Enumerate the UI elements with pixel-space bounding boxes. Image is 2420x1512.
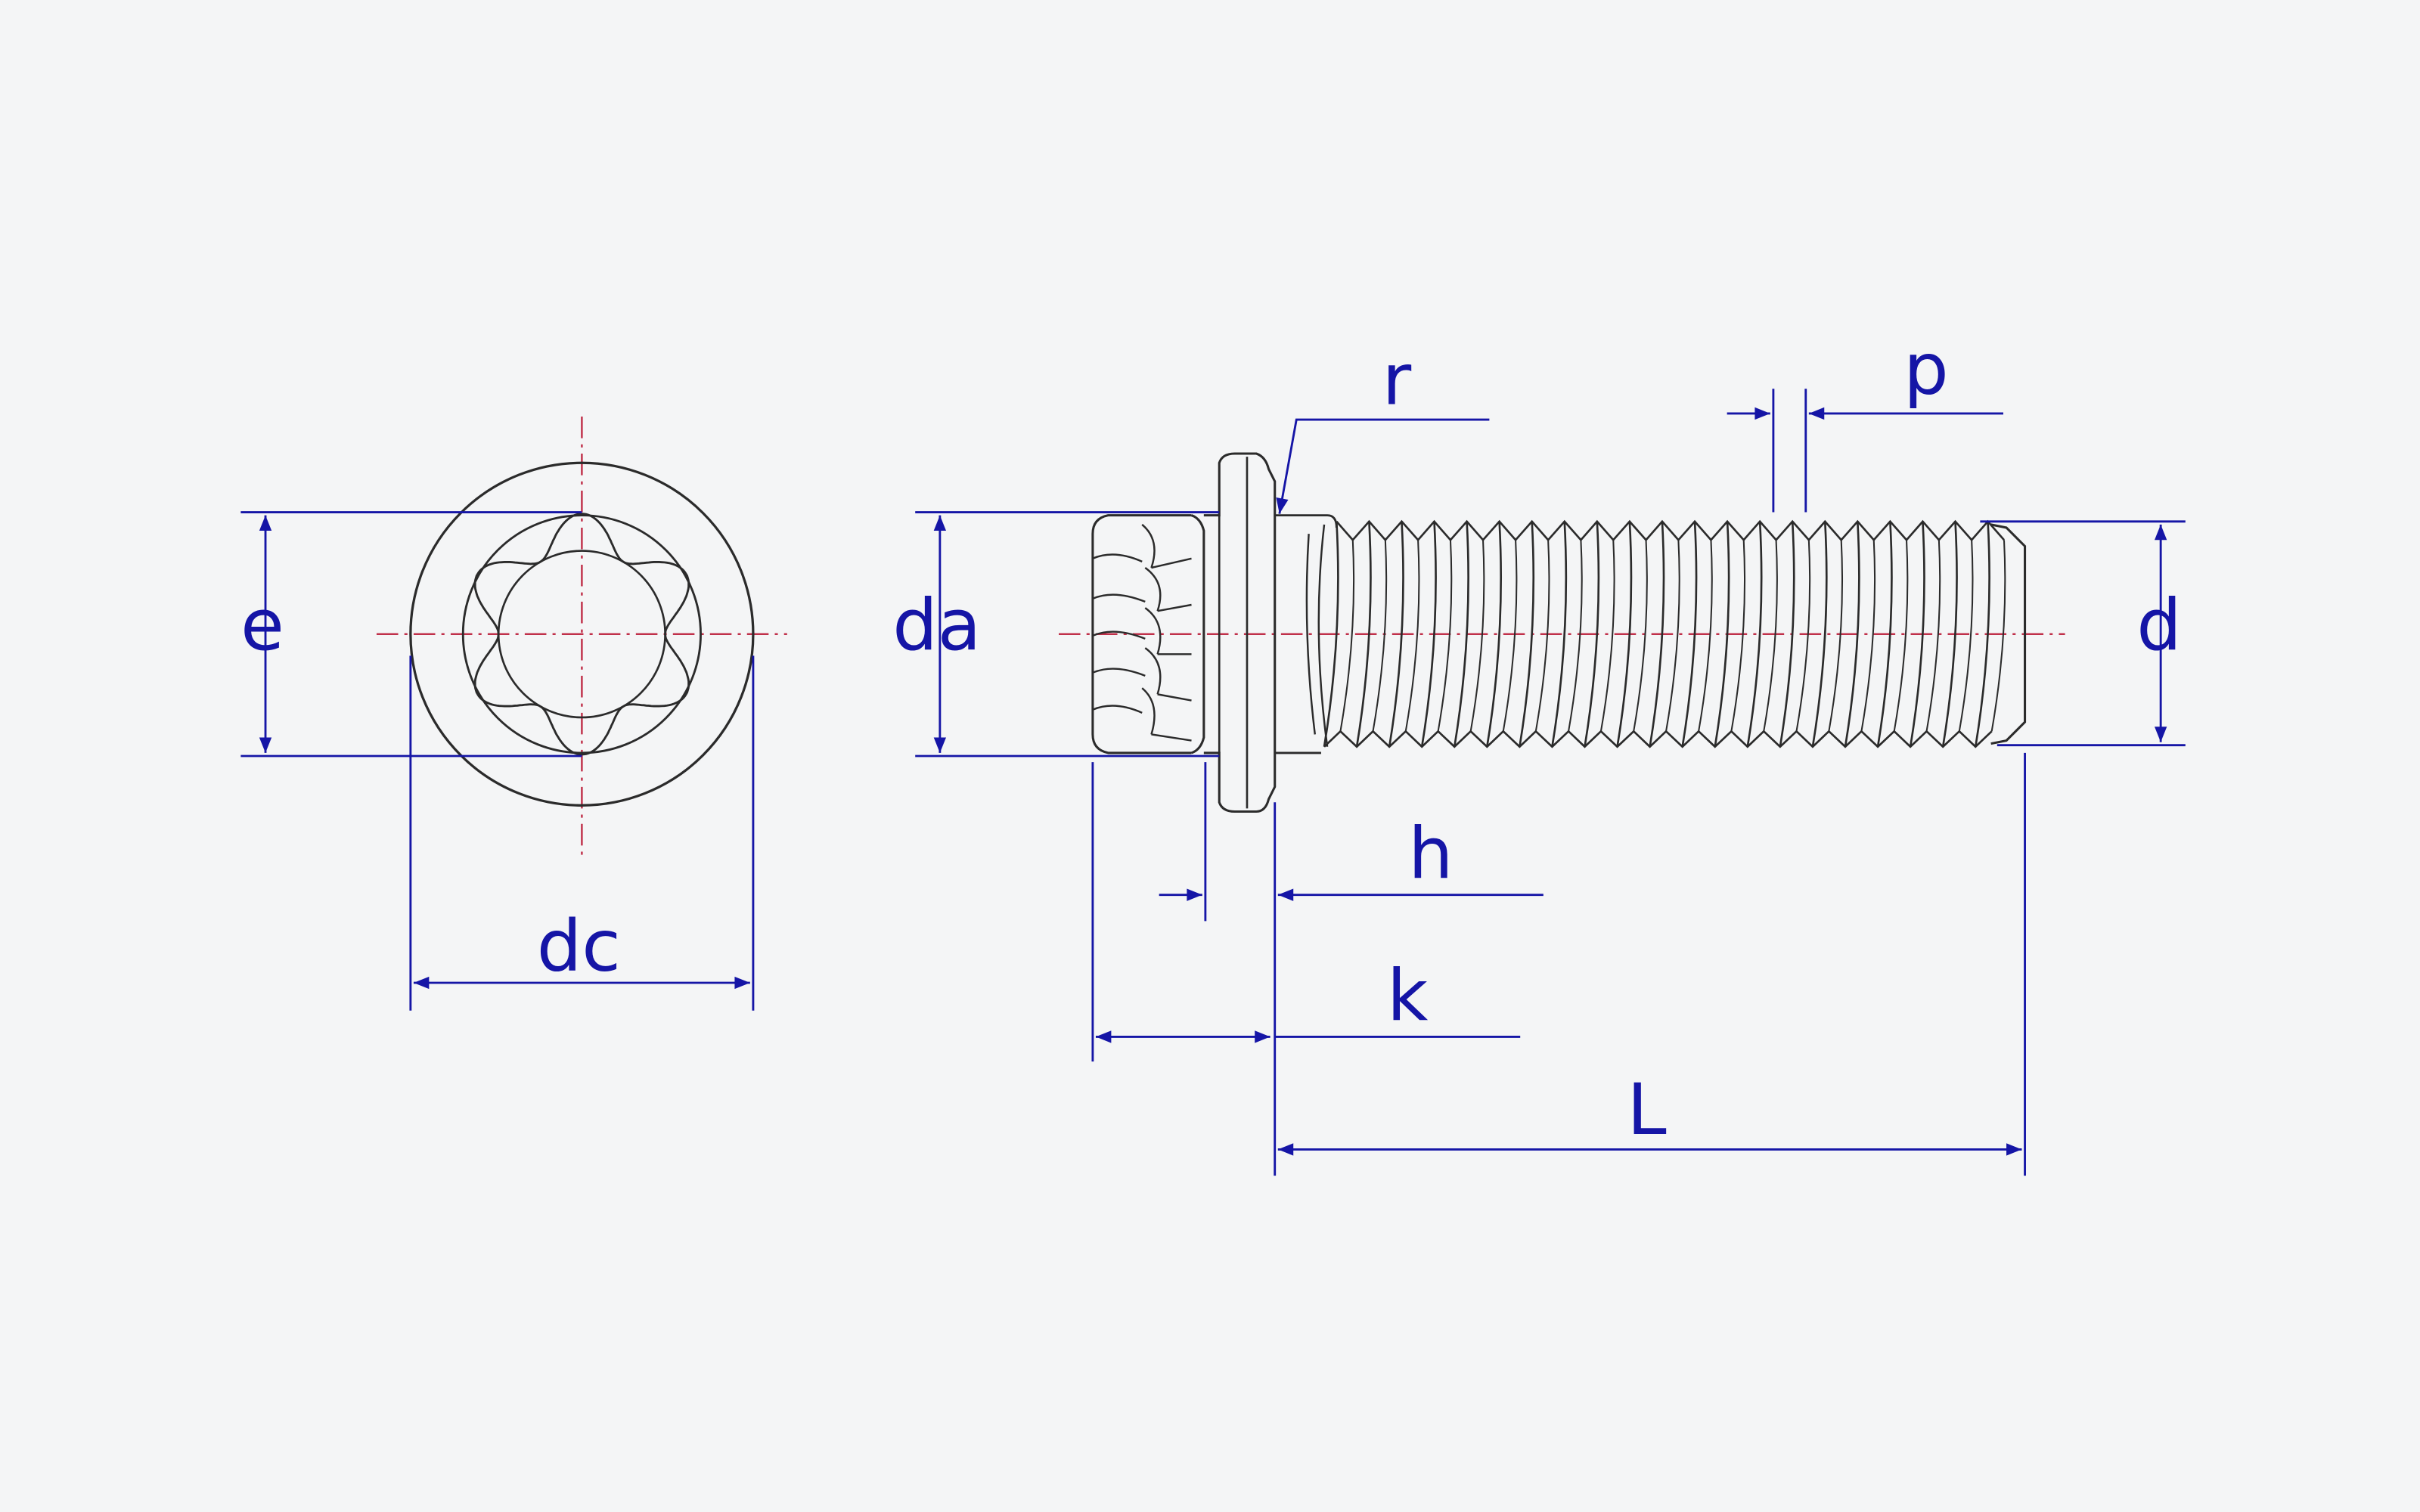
thread-crest (1909, 521, 1925, 747)
dimension-da: da (892, 511, 1220, 758)
dimension-h: h (1159, 762, 1544, 922)
thread-root (1599, 540, 1615, 732)
thread-crest (1453, 521, 1469, 747)
thread-crest (1519, 521, 1535, 747)
dimension-p: p (1727, 328, 2003, 513)
threaded-shaft (1323, 519, 2006, 748)
thread-runout (1305, 524, 1329, 747)
thread-root (1502, 540, 1518, 732)
thread-root (1730, 540, 1746, 732)
thread-crest (1486, 521, 1502, 747)
thread-root (1469, 540, 1485, 732)
dimension-k: k (1091, 762, 1521, 1062)
end-view (376, 417, 787, 861)
thread-crest (1974, 521, 1990, 747)
flange-outer-circle (409, 461, 755, 807)
thread-root (1534, 540, 1550, 732)
dimension-L-label: L (1627, 1069, 1666, 1151)
thread-crest (1323, 521, 1339, 747)
thread-root (1860, 540, 1876, 732)
thread-root (1990, 540, 2006, 732)
dimension-r-leader (1276, 418, 1490, 514)
thread-tip-chamfer (1990, 523, 2027, 745)
thread-crest (1420, 521, 1437, 747)
thread-root (1372, 540, 1388, 732)
flange (1203, 452, 1277, 813)
thread-crest (1616, 521, 1633, 747)
dimension-k-label: k (1387, 955, 1429, 1037)
dimension-dc-label: dc (537, 906, 621, 988)
thread-root (1828, 540, 1844, 732)
thread-root (1568, 540, 1583, 732)
thread-root (1404, 540, 1420, 732)
thread-crest (1941, 521, 1958, 747)
dimension-e-label: e (240, 584, 284, 667)
dimension-r: r (1276, 339, 1490, 514)
thread-crest (1811, 521, 1828, 747)
thread-root (1633, 540, 1648, 732)
dimension-r-label: r (1382, 339, 1412, 422)
dimension-d-label: d (2136, 584, 2182, 667)
thread-root (1925, 540, 1941, 732)
thread-crest (1779, 521, 1795, 747)
dimension-p-label: p (1903, 328, 1949, 411)
dimension-d: d (1980, 520, 2186, 747)
thread-root (1665, 540, 1680, 732)
thread-crest (1551, 521, 1568, 747)
dimension-h-label: h (1408, 813, 1454, 895)
dimension-e: e (240, 511, 582, 758)
head-inner-circle (461, 514, 702, 754)
thread-crest (1649, 521, 1665, 747)
drive-core-circle (497, 550, 666, 719)
dimension-da-label: da (892, 584, 981, 667)
thread-crest (1714, 521, 1730, 747)
thread-profile-top (1336, 519, 2005, 542)
thread-root (1763, 540, 1778, 732)
thread-root (1958, 540, 1974, 732)
thread-root (1893, 540, 1909, 732)
head-points (1092, 523, 1192, 742)
thread-crest (1388, 521, 1404, 747)
thread-profile-bottom (1323, 730, 1993, 748)
thread-crest (1876, 521, 1893, 747)
thread-root (1437, 540, 1453, 732)
thread-crest (1844, 521, 1860, 747)
thread-crest (1584, 521, 1600, 747)
thread-crest (1746, 521, 1763, 747)
thread-root (1795, 540, 1811, 732)
twelve-point-head (1091, 514, 1192, 754)
dimension-L: L (1274, 752, 2026, 1176)
thread-crest (1681, 521, 1698, 747)
side-view (1059, 452, 2065, 813)
thread-root (1698, 540, 1713, 732)
head-chamfer (1190, 514, 1205, 754)
thread-crest (1355, 521, 1372, 747)
dimension-dc: dc (409, 655, 755, 1011)
thread-root (1339, 540, 1355, 732)
